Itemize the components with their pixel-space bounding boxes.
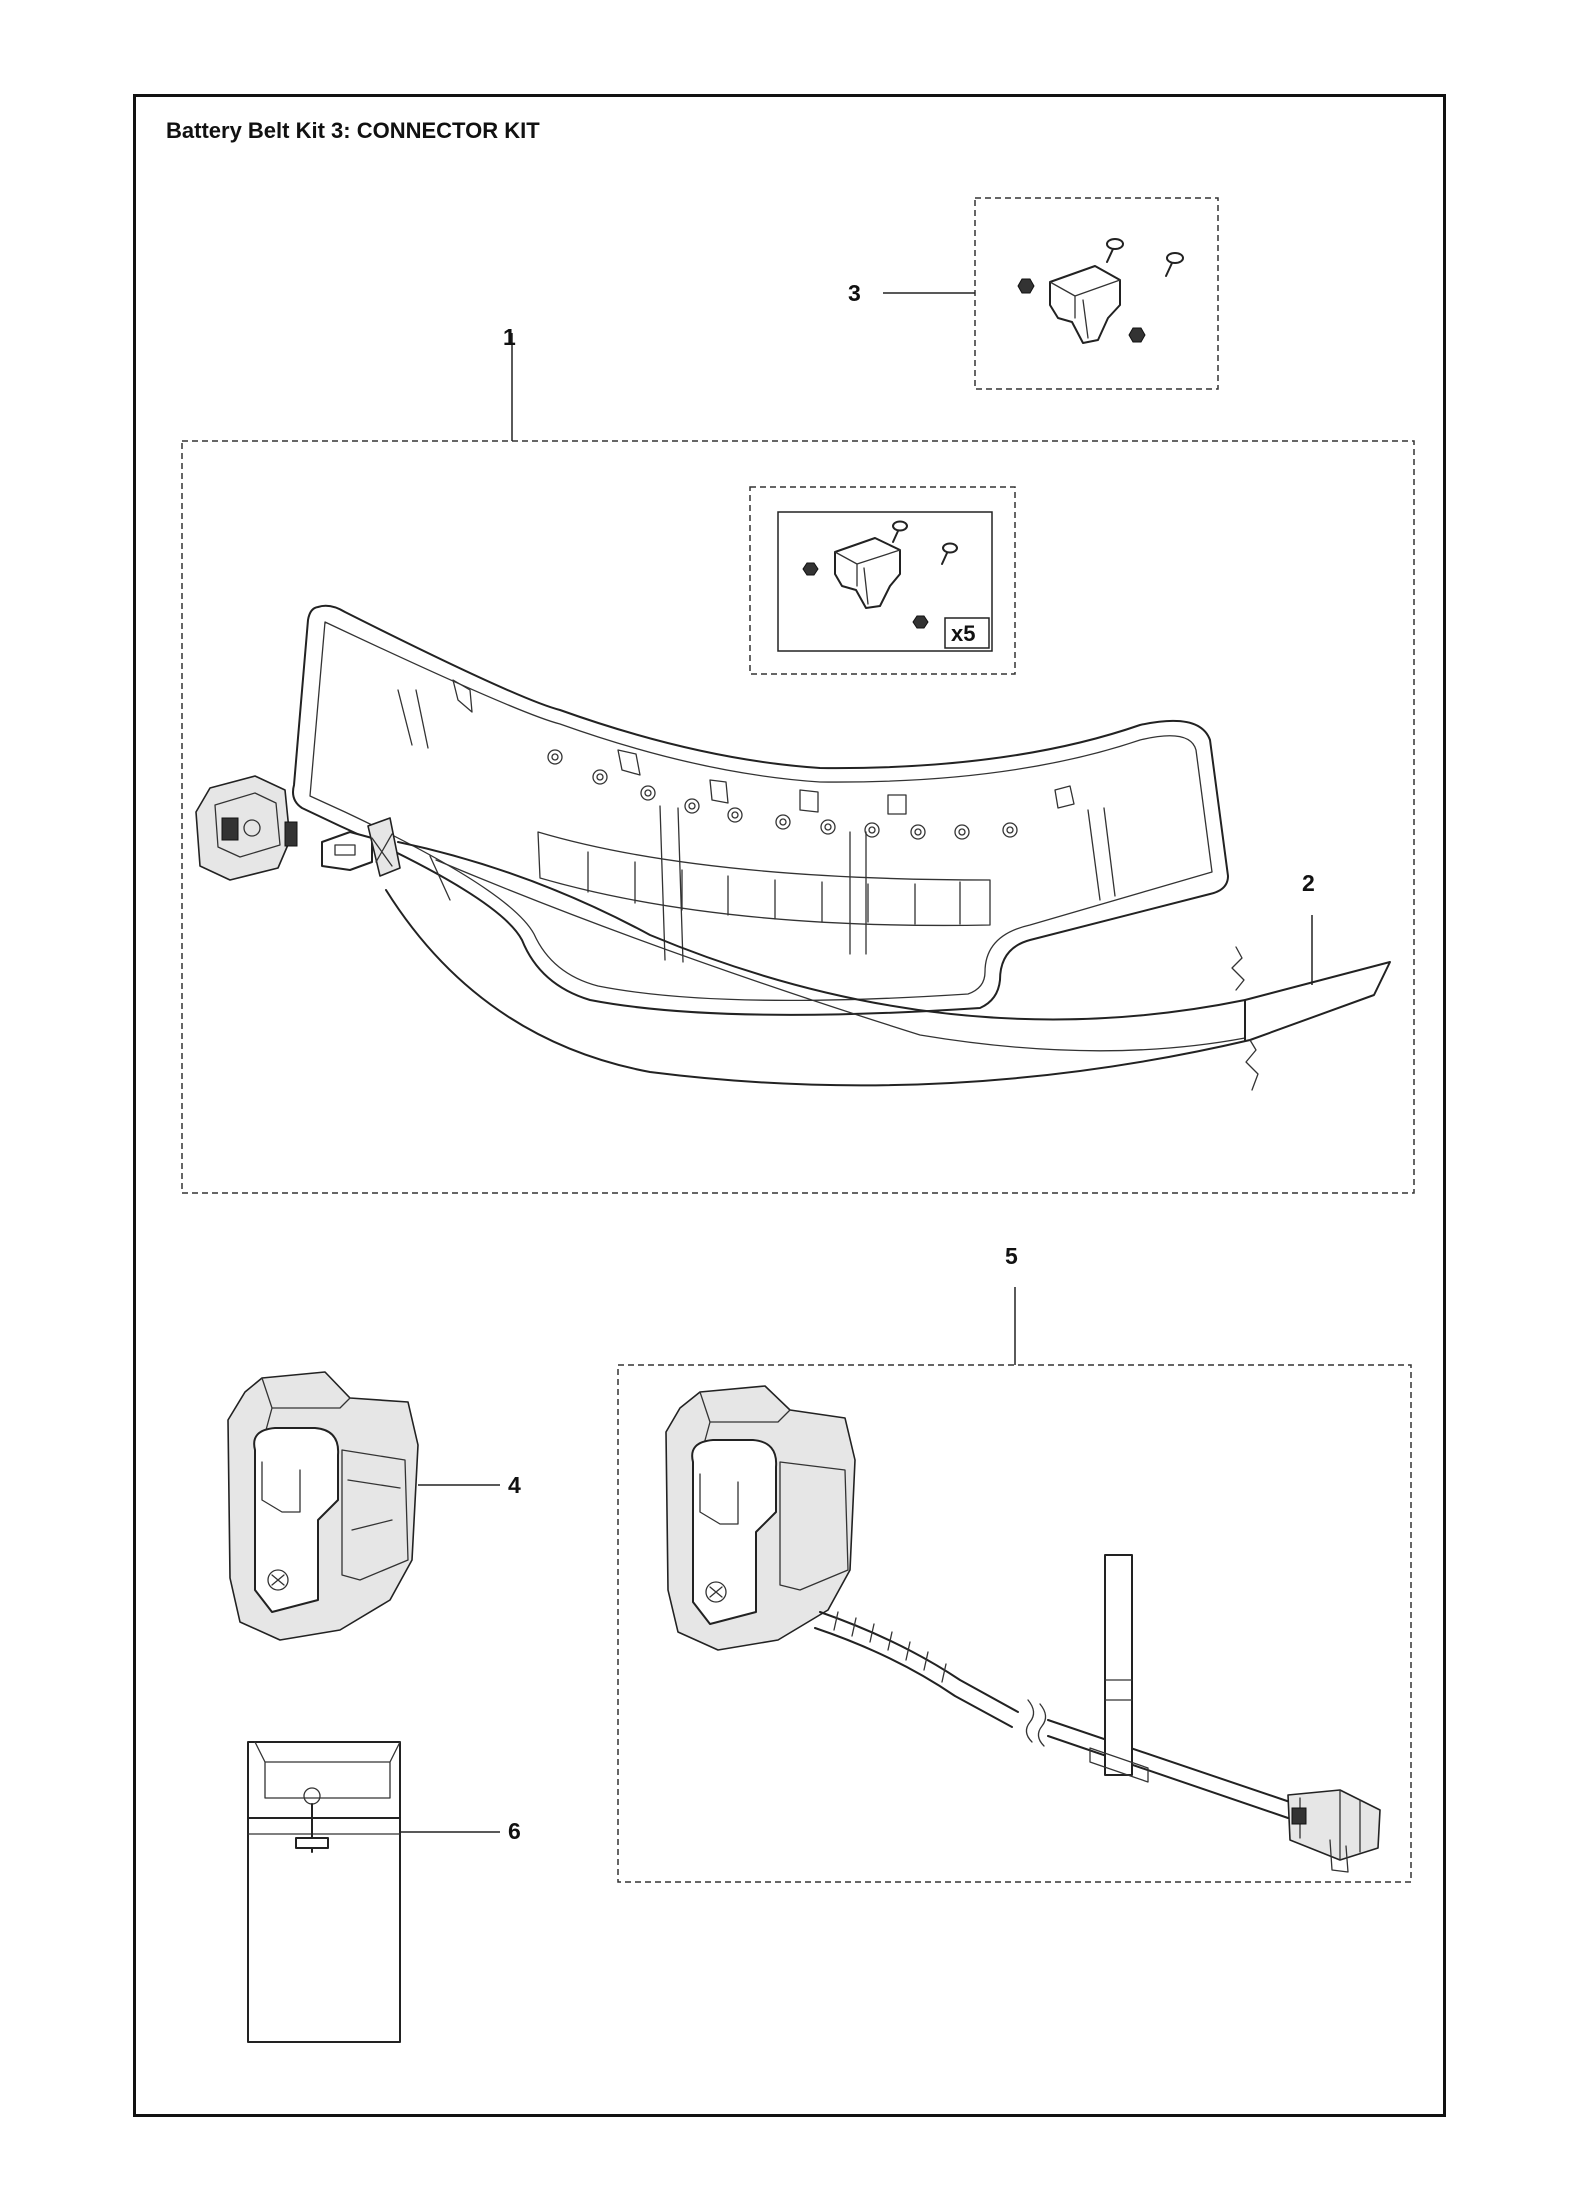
callout-5: 5 — [1005, 1243, 1018, 1269]
nut-icon — [802, 562, 819, 576]
belt-eyelets — [547, 749, 1018, 840]
screw-icon — [941, 542, 958, 565]
part-5-holder-with-cable — [617, 1287, 1412, 1883]
part-5-group-box — [617, 1364, 1412, 1883]
clip-kit-inset-box — [749, 486, 1016, 675]
part-1-battery-belt — [181, 333, 1415, 1194]
callout-4: 4 — [508, 1472, 521, 1498]
callout-3: 3 — [848, 280, 861, 306]
screw-icon — [1106, 238, 1124, 263]
part-6-holder-cover — [247, 1741, 500, 2043]
brand-logo-icon — [267, 1569, 289, 1591]
callout-6: 6 — [508, 1818, 521, 1844]
nut-icon — [912, 615, 929, 629]
part-3-connector-clip-kit — [883, 197, 1219, 390]
nut-icon — [1017, 278, 1035, 294]
callout-1: 1 — [503, 324, 516, 350]
quantity-badge: x5 — [951, 621, 976, 646]
screw-icon — [892, 520, 908, 543]
callout-2: 2 — [1302, 870, 1315, 896]
quantity-badge-box — [944, 617, 990, 649]
part-1-group-box — [181, 440, 1415, 1194]
nut-icon — [1128, 327, 1146, 343]
brand-logo-icon — [243, 819, 261, 837]
page-border — [133, 94, 1446, 2117]
diagram-title: Battery Belt Kit 3: CONNECTOR KIT — [166, 118, 540, 143]
screw-icon — [1165, 252, 1184, 277]
part-4-battery-holder — [227, 1371, 500, 1641]
brand-logo-icon — [705, 1581, 727, 1603]
clip-kit-inset-frame — [777, 511, 993, 652]
